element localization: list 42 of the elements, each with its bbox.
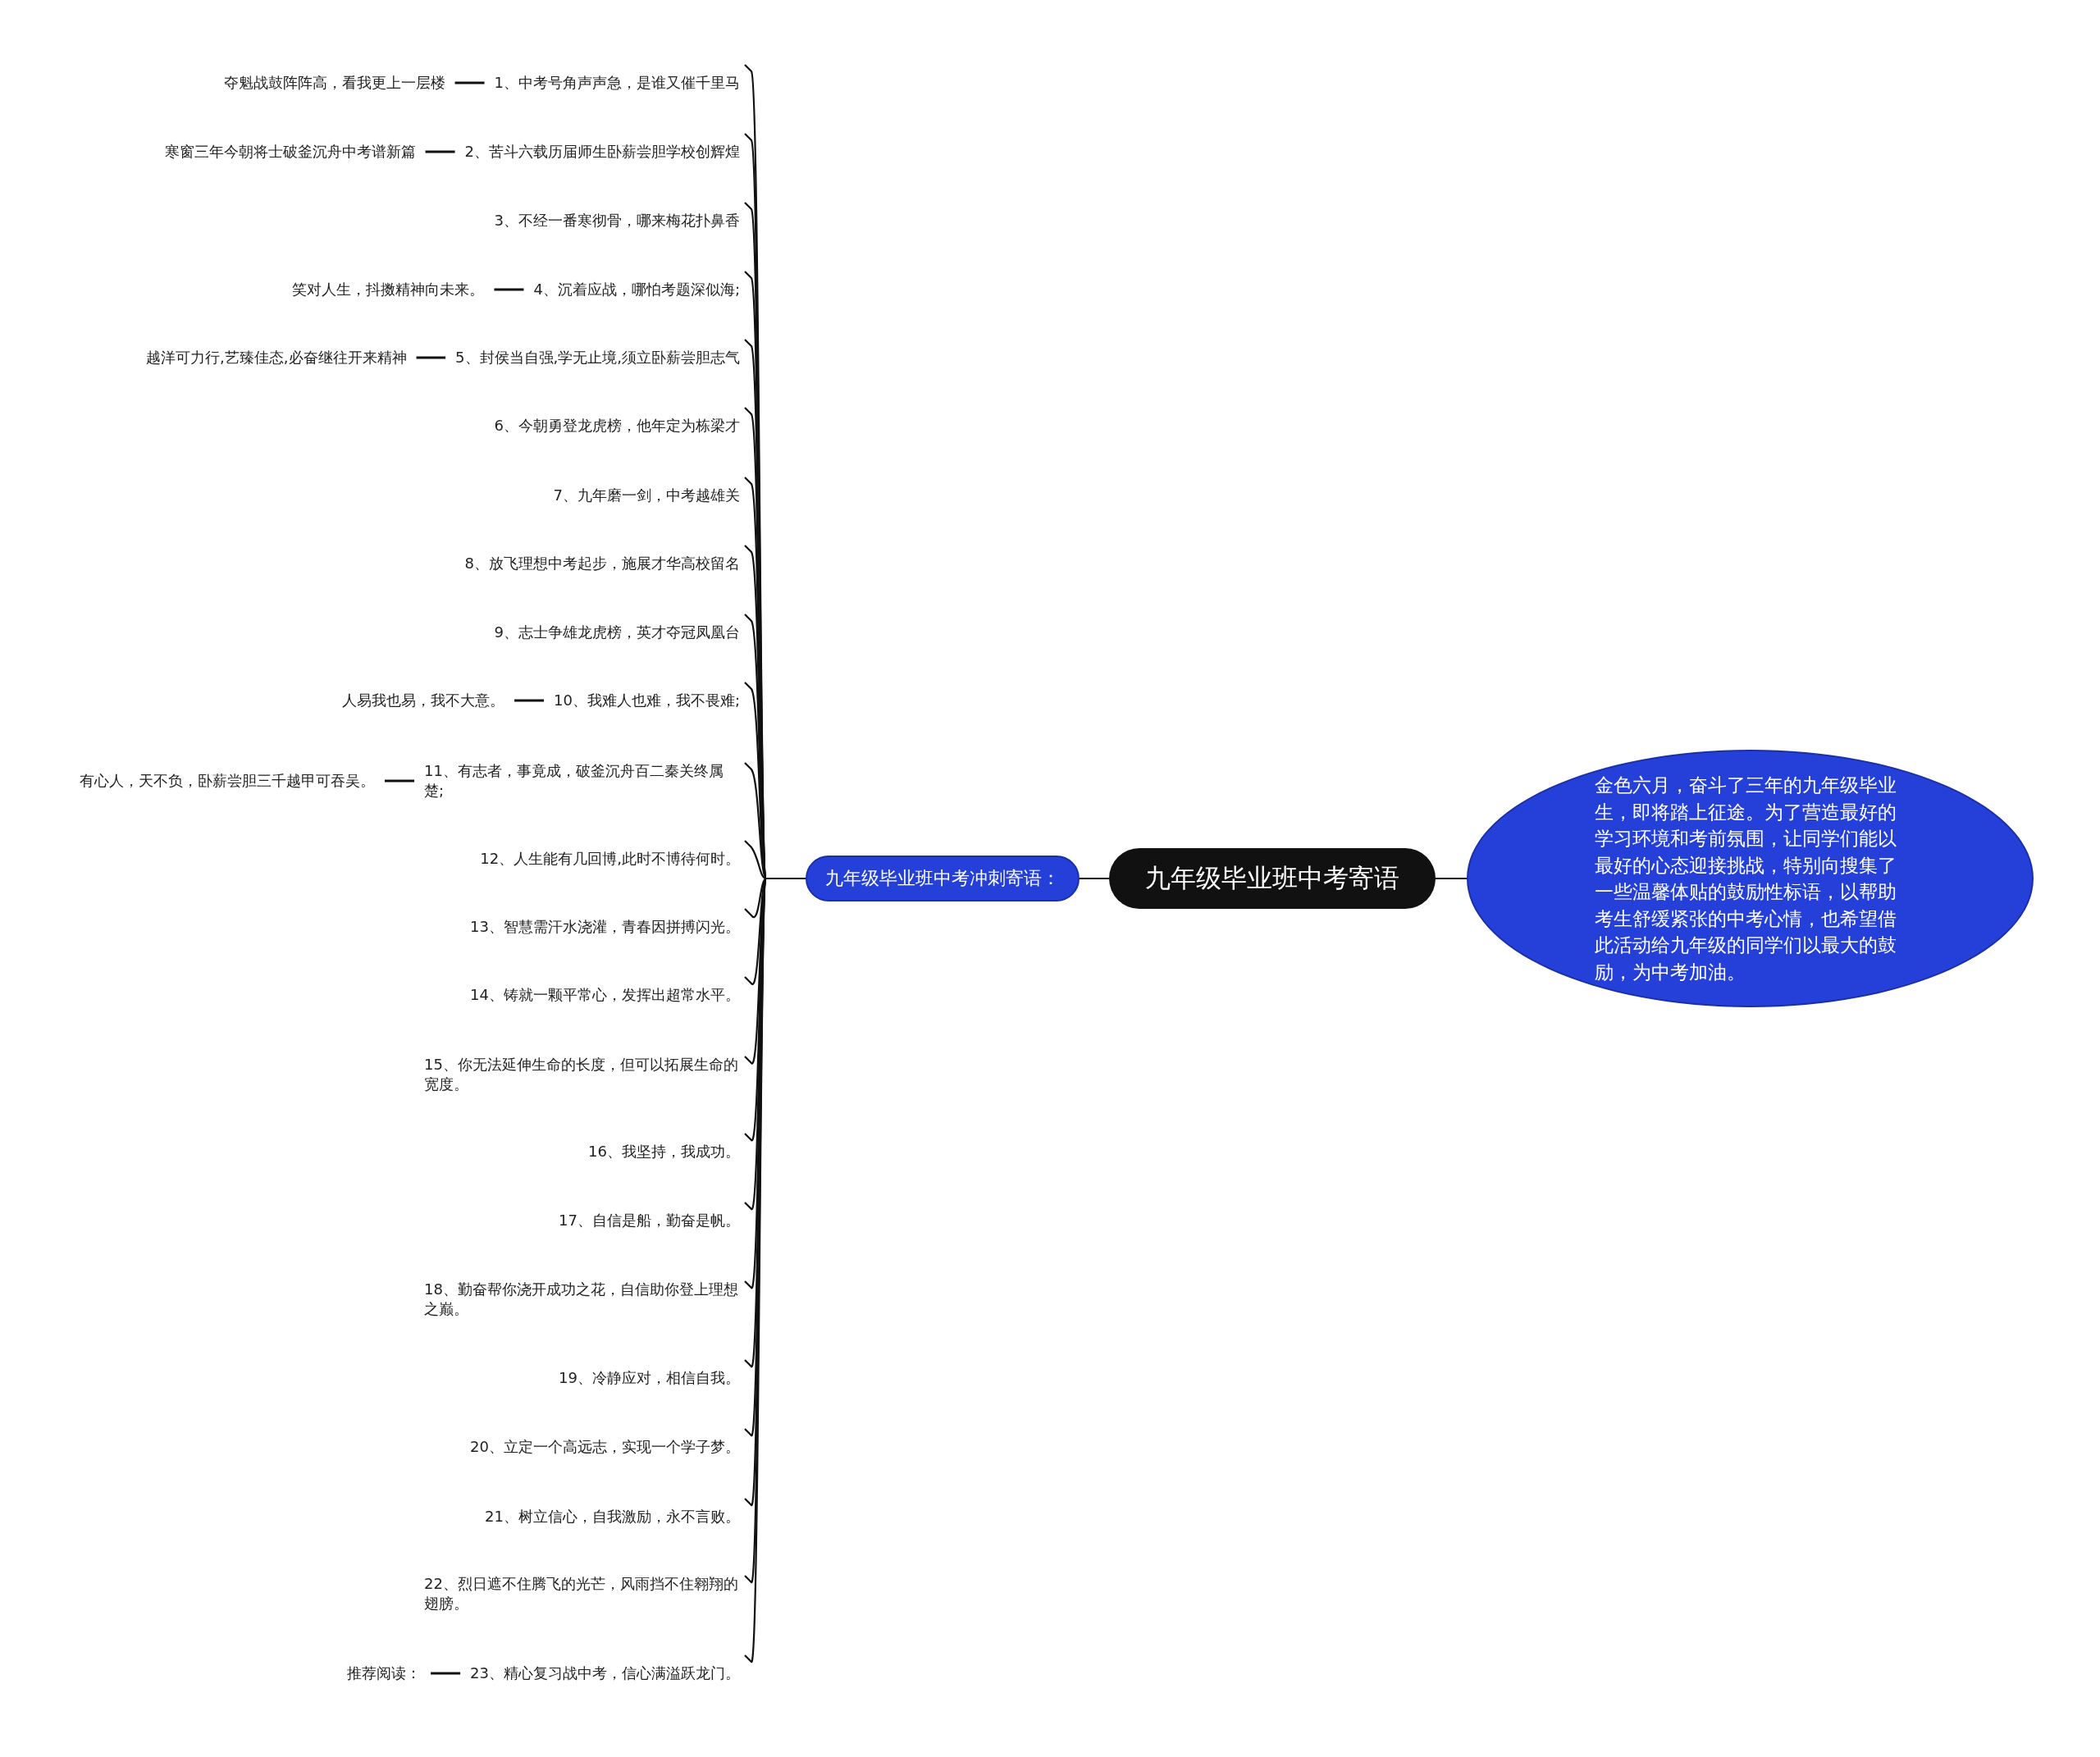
connector-line bbox=[385, 779, 414, 783]
connector-line bbox=[1080, 877, 1109, 880]
slogan-text: 4、沉着应战，哪怕考题深似海; bbox=[533, 280, 740, 299]
slogan-text: 推荐阅读： bbox=[347, 1663, 422, 1683]
slogan-text: 20、立定一个高远志，实现一个学子梦。 bbox=[470, 1437, 740, 1457]
slogan-text: 23、精心复习战中考，信心满溢跃龙门。 bbox=[470, 1663, 740, 1683]
slogan-text: 14、铸就一颗平常心，发挥出超常水平。 bbox=[470, 985, 740, 1005]
slogan-text: 12、人生能有几回博,此时不博待何时。 bbox=[480, 849, 740, 869]
slogan-text: 3、不经一番寒彻骨，哪来梅花扑鼻香 bbox=[494, 211, 740, 230]
slogan-text: 有心人，天不负，卧薪尝胆三千越甲可吞吴。 bbox=[80, 771, 375, 791]
slogan-text: 13、智慧需汗水浇灌，青春因拼搏闪光。 bbox=[470, 917, 740, 937]
slogan-text: 16、我坚持，我成功。 bbox=[588, 1142, 740, 1161]
slogan-text: 19、冷静应对，相信自我。 bbox=[559, 1368, 740, 1388]
slogan-text: 6、今朝勇登龙虎榜，他年定为栋梁才 bbox=[494, 416, 740, 436]
connector-line bbox=[431, 1672, 461, 1675]
branch-topic: 九年级毕业班中考冲刺寄语： bbox=[806, 856, 1080, 901]
slogan-text: 1、中考号角声声急，是谁又催千里马 bbox=[494, 73, 740, 93]
slogan-text: 5、封侯当自强,学无止境,须立卧薪尝胆志气 bbox=[455, 348, 740, 367]
slogan-text: 15、你无法延伸生命的长度，但可以拓展生命的宽度。 bbox=[424, 1055, 740, 1094]
slogan-text: 11、有志者，事竟成，破釜沉舟百二秦关终属楚; bbox=[424, 761, 740, 801]
slogan-text: 21、树立信心，自我激励，永不言败。 bbox=[485, 1507, 740, 1527]
central-topic: 九年级毕业班中考寄语 bbox=[1109, 848, 1436, 909]
slogan-text: 寒窗三年今朝将士破釜沉舟中考谱新篇 bbox=[164, 142, 416, 162]
slogan-text: 18、勤奋帮你浇开成功之花，自信助你登上理想之巅。 bbox=[424, 1280, 740, 1319]
slogan-text: 22、烈日遮不住腾飞的光芒，风雨挡不住翱翔的翅膀。 bbox=[424, 1574, 740, 1613]
connector-line bbox=[425, 150, 455, 153]
slogan-text: 越洋可力行,艺臻佳态,必奋继往开来精神 bbox=[146, 348, 407, 367]
slogan-text: 笑对人生，抖擞精神向未来。 bbox=[292, 280, 485, 299]
connector-line bbox=[1436, 877, 1467, 880]
description-bubble: 金色六月，奋斗了三年的九年级毕业生，即将踏上征途。为了营造最好的学习环境和考前氛围，让同学们能以最好的心态迎接挑战，特别向搜集了一些温馨体贴的鼓励性标语，以帮助考生舒缓紧张的中考心情，也希望借此活动给九年级的同学们以最大的鼓励，为中考加油。 bbox=[1467, 750, 2034, 1007]
slogan-text: 8、放飞理想中考起步，施展才华高校留名 bbox=[464, 554, 740, 573]
connector-line bbox=[494, 288, 524, 291]
slogan-text: 10、我难人也难，我不畏难; bbox=[554, 691, 740, 710]
slogan-text: 17、自信是船，勤奋是帆。 bbox=[559, 1211, 740, 1230]
slogan-text: 7、九年磨一剑，中考越雄关 bbox=[553, 486, 740, 505]
connector-line bbox=[454, 81, 485, 84]
connector-line bbox=[514, 699, 545, 702]
slogan-text: 人易我也易，我不大意。 bbox=[342, 691, 505, 710]
slogan-text: 2、苦斗六载历届师生卧薪尝胆学校创辉煌 bbox=[464, 142, 740, 162]
slogan-text: 9、志士争雄龙虎榜，英才夺冠凤凰台 bbox=[494, 623, 740, 642]
slogan-text: 夺魁战鼓阵阵高，看我更上一层楼 bbox=[223, 73, 445, 93]
connector-line bbox=[416, 356, 446, 359]
